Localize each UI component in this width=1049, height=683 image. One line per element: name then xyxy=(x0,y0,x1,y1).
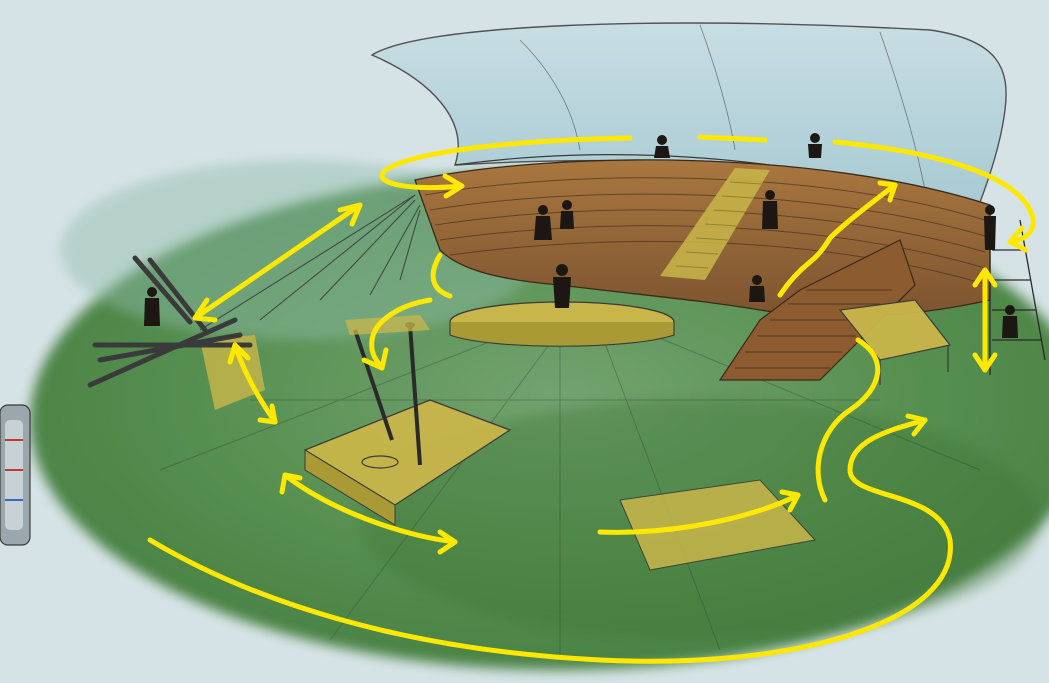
central-circular-stage xyxy=(450,302,674,346)
figure xyxy=(984,205,996,250)
figure xyxy=(560,200,574,229)
side-object xyxy=(0,405,30,545)
